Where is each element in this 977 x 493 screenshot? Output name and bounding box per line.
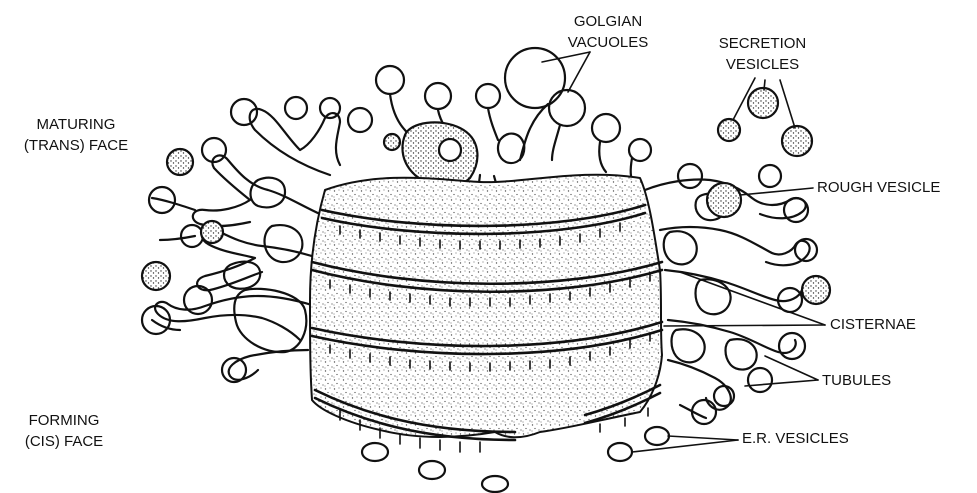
rough-vesicle-label: ROUGH VESICLE bbox=[817, 177, 940, 198]
secretion-vesicles-line-1: SECRETION bbox=[700, 33, 825, 54]
forming-face-line-2: (CIS) FACE bbox=[4, 431, 124, 452]
rough-vesicle-text: ROUGH VESICLE bbox=[817, 177, 940, 198]
maturing-face-line-2: (TRANS) FACE bbox=[6, 135, 146, 156]
forming-face-label: FORMING (CIS) FACE bbox=[4, 410, 124, 452]
secretion-vesicles-label: SECRETION VESICLES bbox=[700, 33, 825, 75]
golgian-vacuoles-label: GOLGIAN VACUOLES bbox=[553, 11, 663, 53]
cisternae-label: CISTERNAE bbox=[830, 314, 916, 335]
forming-face-line-1: FORMING bbox=[4, 410, 124, 431]
tubules-label: TUBULES bbox=[822, 370, 891, 391]
cisternae-text: CISTERNAE bbox=[830, 314, 916, 335]
secretion-vesicles-line-2: VESICLES bbox=[700, 54, 825, 75]
tubules-text: TUBULES bbox=[822, 370, 891, 391]
er-vesicles-text: E.R. VESICLES bbox=[742, 428, 849, 449]
maturing-face-label: MATURING (TRANS) FACE bbox=[6, 114, 146, 156]
er-vesicles-label: E.R. VESICLES bbox=[742, 428, 849, 449]
maturing-face-line-1: MATURING bbox=[6, 114, 146, 135]
golgian-vacuoles-line-2: VACUOLES bbox=[553, 32, 663, 53]
golgian-vacuoles-line-1: GOLGIAN bbox=[553, 11, 663, 32]
